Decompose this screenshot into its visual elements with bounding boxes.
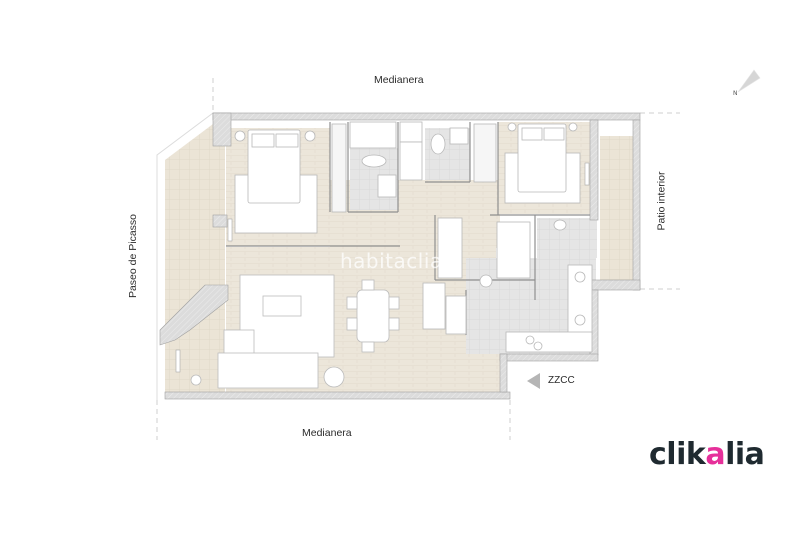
logo-accent: a bbox=[705, 437, 726, 472]
label-top-medianera: Medianera bbox=[374, 74, 424, 86]
bath-3-floor bbox=[537, 218, 597, 258]
bathroom-1-fixtures bbox=[349, 121, 423, 198]
bedroom-3-furniture bbox=[437, 217, 531, 288]
watermark: habitaclia bbox=[340, 249, 443, 273]
walls bbox=[159, 112, 641, 400]
living-furniture bbox=[190, 274, 400, 389]
terrace-left bbox=[165, 124, 225, 392]
radiators bbox=[175, 162, 590, 373]
label-entrance: ZZCC bbox=[548, 375, 575, 386]
clikalia-logo: clikalia bbox=[649, 437, 765, 472]
label-patio-interior: Patio interior bbox=[655, 171, 668, 231]
kitchen-fixtures bbox=[422, 219, 593, 353]
bedroom-1-furniture bbox=[234, 123, 347, 234]
property-lines bbox=[156, 78, 680, 440]
logo-prefix: clik bbox=[649, 437, 706, 472]
label-bottom-medianera: Medianera bbox=[302, 427, 352, 439]
bathroom-2-fixtures bbox=[430, 123, 497, 183]
label-paseo-de-picasso: Paseo de Picasso bbox=[127, 213, 140, 299]
entrance-arrow-icon bbox=[527, 373, 540, 389]
svg-text:N: N bbox=[733, 90, 738, 97]
north-arrow-icon: N bbox=[733, 69, 761, 97]
logo-suffix: lia bbox=[725, 437, 765, 472]
patio-strip bbox=[600, 136, 633, 281]
bedroom-2-furniture bbox=[504, 122, 581, 204]
terrace-outline bbox=[156, 112, 214, 400]
